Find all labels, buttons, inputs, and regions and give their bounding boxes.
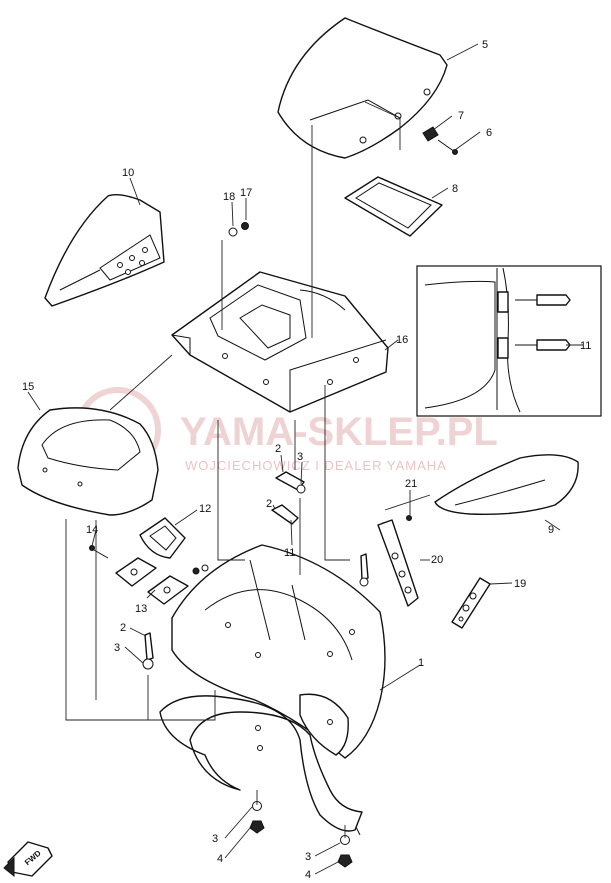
watermark-subtitle: WOJCIECHOWICZ I DEALER YAMAHA <box>185 458 447 473</box>
callout-13: 13 <box>135 603 147 615</box>
callout-11-inset: 11 <box>580 340 591 352</box>
callout-2-mid: 2 <box>266 498 272 510</box>
fasteners <box>142 471 412 868</box>
callout-21: 21 <box>405 478 417 490</box>
watermark-title: YAMA-SKLEP.PL <box>180 410 498 454</box>
callout-4-bottom-left: 4 <box>217 853 223 865</box>
part-8-gasket <box>344 176 443 237</box>
part-10-dash-panel <box>44 193 165 307</box>
callout-2-upper: 2 <box>275 443 281 455</box>
callout-8: 8 <box>452 183 458 195</box>
callout-labels: 5 7 6 8 10 18 17 16 11 15 2 3 21 2 12 9 … <box>22 39 591 881</box>
detail-inset <box>416 265 602 417</box>
callout-14: 14 <box>86 524 98 536</box>
watermark: YAMA-SKLEP.PL WOJCIECHOWICZ I DEALER YAM… <box>75 387 498 473</box>
part-15-side-cowl <box>17 407 159 516</box>
part-16-upper-frame <box>171 271 389 413</box>
callout-16: 16 <box>396 334 408 346</box>
arrow-left-icon <box>3 856 15 878</box>
part-12-grommet <box>139 517 186 559</box>
callout-1: 1 <box>418 657 424 669</box>
callout-11: 11 <box>284 547 295 559</box>
callout-12: 12 <box>199 503 211 515</box>
callout-9: 9 <box>548 524 554 536</box>
part-17-18-nut <box>228 222 249 237</box>
callout-5: 5 <box>482 39 488 51</box>
part-5-windshield <box>277 17 448 159</box>
leader-lines <box>27 43 583 875</box>
callout-18: 18 <box>223 191 235 203</box>
part-9-side-piece <box>434 454 579 515</box>
part-6-7-screw <box>422 126 458 155</box>
part-13-plates <box>115 557 189 605</box>
fwd-direction-marker: FWD <box>3 841 53 878</box>
callout-4-bottom-right: 4 <box>305 869 311 881</box>
part-20-plate <box>377 519 419 607</box>
callout-15: 15 <box>22 381 34 393</box>
callout-10: 10 <box>122 167 134 179</box>
part-1-main-housing <box>171 544 386 836</box>
callout-17: 17 <box>240 187 252 199</box>
lower-base-plate <box>159 695 363 832</box>
part-14-screw <box>89 545 109 559</box>
callout-20: 20 <box>431 554 443 566</box>
callout-3-bottom-right: 3 <box>305 851 311 863</box>
callout-19: 19 <box>514 578 526 590</box>
callout-6: 6 <box>486 127 492 139</box>
part-19-plate <box>451 577 491 629</box>
callout-3-upper: 3 <box>297 451 303 463</box>
callout-3-bottom-left: 3 <box>212 833 218 845</box>
callout-3-lower: 3 <box>114 642 120 654</box>
construction-lines <box>65 101 431 838</box>
callout-2-lower: 2 <box>120 622 126 634</box>
callout-7: 7 <box>458 110 464 122</box>
